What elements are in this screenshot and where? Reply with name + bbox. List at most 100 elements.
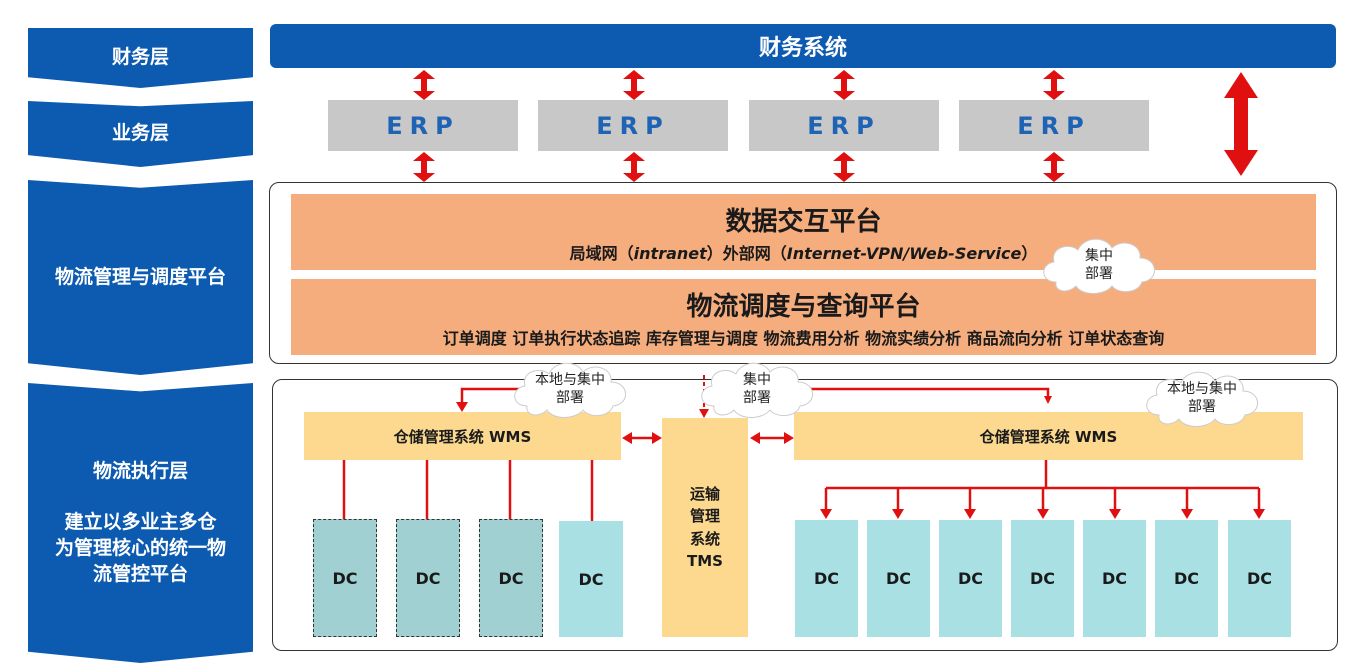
dc-text: DC bbox=[885, 569, 912, 588]
cloud-text: 部署 bbox=[556, 390, 584, 406]
wms-left: 仓储管理系统 WMS bbox=[304, 412, 621, 460]
cloud-text: 部署 bbox=[1085, 266, 1113, 282]
cloud-central-mid: 集中 部署 bbox=[692, 356, 822, 422]
dc-box-right-6: DC bbox=[1155, 520, 1218, 637]
logistics-platform-layer-label: 物流管理与调度平台 bbox=[28, 180, 253, 375]
dc-text: DC bbox=[813, 569, 840, 588]
big-double-arrow bbox=[1224, 72, 1258, 176]
wms-left-text: 仓储管理系统 WMS bbox=[393, 427, 532, 446]
arrowhead bbox=[699, 409, 709, 418]
arrowhead bbox=[820, 509, 832, 519]
erp-box-text: ERP bbox=[1017, 111, 1091, 140]
double-arrow bbox=[413, 70, 435, 100]
dc-text: DC bbox=[332, 568, 358, 588]
internet-text: Internet-VPN/Web-Service bbox=[786, 243, 1022, 263]
cloud-local-right: 本地与集中 部署 bbox=[1137, 365, 1267, 431]
arrowhead bbox=[892, 509, 904, 519]
business-layer-label: 业务层 bbox=[28, 101, 253, 167]
dc-text: DC bbox=[1173, 569, 1200, 588]
finance-system-text: 财务系统 bbox=[758, 36, 847, 61]
arrowhead bbox=[1253, 509, 1265, 519]
wms-right-text: 仓储管理系统 WMS bbox=[979, 427, 1118, 446]
tms-line: TMS bbox=[687, 552, 723, 570]
double-arrow bbox=[623, 152, 645, 182]
dc-box-right-1: DC bbox=[795, 520, 858, 637]
execution-layer-text: 物流执行层 bbox=[92, 459, 188, 482]
cloud-text: 集中 bbox=[743, 371, 771, 388]
double-arrow bbox=[1043, 152, 1065, 182]
execution-subtext-line-3: 流管控平台 bbox=[92, 562, 188, 585]
connector-line bbox=[790, 387, 1052, 404]
double-arrow bbox=[1043, 70, 1065, 100]
execution-subtext-line-2: 为管理核心的统一物 bbox=[54, 537, 226, 559]
arrowhead bbox=[750, 432, 760, 444]
data-exchange-title: 数据交互平台 bbox=[725, 206, 882, 237]
dc-box-right-2: DC bbox=[867, 520, 930, 637]
tms-box: 运输 管理 系统 TMS bbox=[662, 418, 748, 637]
dc-text: DC bbox=[578, 569, 604, 589]
dc-box-right-3: DC bbox=[939, 520, 1002, 637]
logistics-platform-layer-text: 物流管理与调度平台 bbox=[54, 265, 226, 288]
arrowhead bbox=[964, 509, 976, 519]
subtitle-prefix: 局域网（ bbox=[569, 243, 634, 263]
erp-box-2: ERP bbox=[538, 100, 728, 151]
dc-text: DC bbox=[415, 568, 441, 588]
dispatch-query-platform: 物流调度与查询平台 订单调度 订单执行状态追踪 库存管理与调度 物流费用分析 物… bbox=[291, 279, 1316, 355]
erp-box-text: ERP bbox=[807, 111, 881, 140]
arrowhead bbox=[1037, 509, 1049, 519]
cloud-text: 本地与集中 bbox=[535, 371, 605, 388]
dispatch-title: 物流调度与查询平台 bbox=[686, 291, 921, 322]
subtitle-mid: ）外部网（ bbox=[706, 243, 787, 263]
erp-box-text: ERP bbox=[596, 111, 670, 140]
dc-box-left-4: DC bbox=[559, 521, 623, 637]
cloud-text: 集中 bbox=[1085, 247, 1113, 264]
dc-box-left-1: DC bbox=[313, 519, 377, 637]
double-arrow bbox=[623, 70, 645, 100]
data-exchange-platform: 数据交互平台 局域网（intranet）外部网（Internet-VPN/Web… bbox=[291, 194, 1316, 270]
subtitle-suffix: ） bbox=[1021, 243, 1038, 263]
arrowhead bbox=[456, 402, 468, 412]
erp-box-3: ERP bbox=[749, 100, 939, 151]
execution-subtext-line-1: 建立以多业主多仓 bbox=[64, 511, 217, 534]
cloud-local-left: 本地与集中 部署 bbox=[505, 356, 635, 422]
cloud-text: 部署 bbox=[1188, 399, 1216, 415]
cloud-central-top: 集中 部署 bbox=[1034, 232, 1164, 298]
business-layer-text: 业务层 bbox=[111, 122, 169, 145]
dc-box-left-3: DC bbox=[479, 519, 543, 637]
tms-line: 运输 bbox=[689, 484, 720, 503]
arrowhead bbox=[1181, 509, 1193, 519]
dc-box-right-4: DC bbox=[1011, 520, 1074, 637]
dc-text: DC bbox=[1029, 569, 1056, 588]
tms-line: 系统 bbox=[689, 529, 720, 548]
erp-box-text: ERP bbox=[386, 111, 460, 140]
execution-layer-subtext: 建立以多业主多仓 为管理核心的统一物 流管控平台 bbox=[55, 510, 226, 587]
tms-line: 管理 bbox=[689, 507, 720, 525]
double-arrow bbox=[833, 152, 855, 182]
arrowhead bbox=[784, 432, 794, 444]
dc-box-right-5: DC bbox=[1083, 520, 1146, 637]
double-arrow bbox=[413, 152, 435, 182]
dc-text: DC bbox=[1101, 569, 1128, 588]
cloud-text: 本地与集中 bbox=[1167, 380, 1237, 397]
data-exchange-subtitle: 局域网（intranet）外部网（Internet-VPN/Web-Servic… bbox=[570, 240, 1038, 264]
erp-box-1: ERP bbox=[328, 100, 518, 151]
arrowhead bbox=[1109, 509, 1121, 519]
dc-text: DC bbox=[957, 569, 984, 588]
finance-layer-label: 财务层 bbox=[28, 28, 253, 88]
arrowhead bbox=[652, 432, 662, 444]
arrowhead bbox=[622, 432, 632, 444]
finance-layer-text: 财务层 bbox=[111, 46, 169, 69]
dc-text: DC bbox=[498, 568, 524, 588]
execution-layer-label: 物流执行层 建立以多业主多仓 为管理核心的统一物 流管控平台 bbox=[28, 383, 253, 663]
dc-box-left-2: DC bbox=[396, 519, 460, 637]
dc-box-right-7: DC bbox=[1228, 520, 1291, 637]
intranet-text: intranet bbox=[633, 243, 707, 263]
erp-box-4: ERP bbox=[959, 100, 1149, 151]
dispatch-functions: 订单调度 订单执行状态追踪 库存管理与调度 物流费用分析 物流实绩分析 商品流向… bbox=[442, 328, 1165, 348]
tms-text: 运输 管理 系统 TMS bbox=[687, 483, 723, 573]
finance-system-bar: 财务系统 bbox=[270, 24, 1336, 68]
dc-text: DC bbox=[1246, 569, 1273, 588]
cloud-text: 部署 bbox=[743, 390, 771, 406]
double-arrow bbox=[833, 70, 855, 100]
